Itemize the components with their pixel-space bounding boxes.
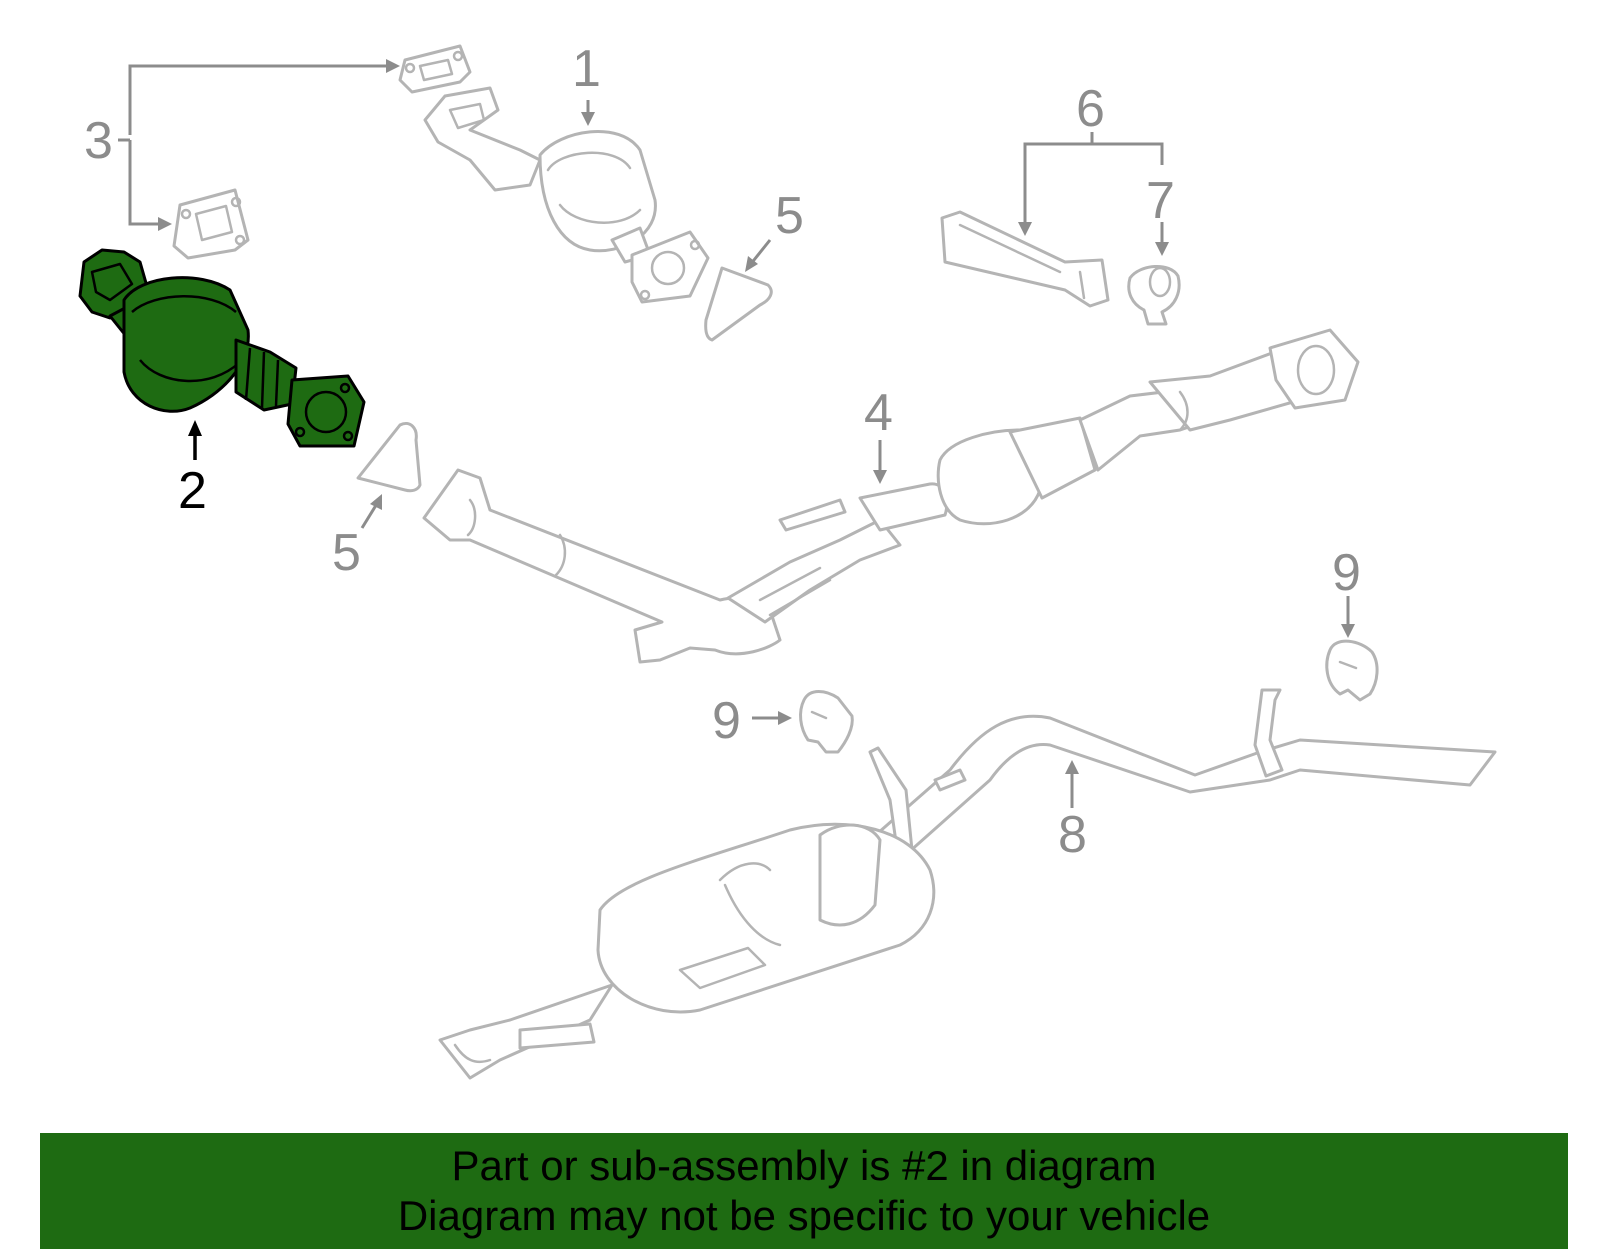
callout-6-7-leaders <box>1018 132 1169 256</box>
info-banner: Part or sub-assembly is #2 in diagram Di… <box>40 1133 1568 1249</box>
callout-2-leader <box>188 420 202 460</box>
banner-line-1: Part or sub-assembly is #2 in diagram <box>451 1142 1157 1189</box>
callout-3: 3 <box>84 112 113 170</box>
part-1-catalytic-converter[interactable] <box>423 86 710 304</box>
callout-6: 6 <box>1076 80 1105 138</box>
callout-9-right: 9 <box>1332 544 1361 602</box>
callout-1: 1 <box>572 40 601 98</box>
part-6-bracket[interactable] <box>940 210 1110 308</box>
banner-line-2: Diagram may not be specific to your vehi… <box>397 1192 1211 1239</box>
callout-5-lower: 5 <box>332 524 361 582</box>
callout-2: 2 <box>178 462 207 520</box>
part-2-catalytic-converter-highlighted[interactable] <box>78 248 366 448</box>
callout-9-left: 9 <box>712 692 741 750</box>
callout-5a-leader <box>745 239 772 272</box>
callout-9-right-leader <box>1341 596 1355 638</box>
callout-9-left-leader <box>752 711 792 725</box>
part-7-insulator[interactable] <box>1127 265 1181 326</box>
part-9-hanger-left[interactable] <box>799 690 854 754</box>
callout-4: 4 <box>864 384 893 442</box>
part-5-heat-shield-upper[interactable] <box>704 266 773 342</box>
callout-8: 8 <box>1058 806 1087 864</box>
part-3-gasket-upper[interactable] <box>398 44 472 94</box>
callout-3-leader <box>118 59 400 231</box>
part-3-gasket-lower[interactable] <box>172 188 250 260</box>
callout-8-leader <box>1065 760 1079 808</box>
callout-5-upper: 5 <box>775 187 804 245</box>
part-4-intermediate-pipe[interactable] <box>422 328 1360 664</box>
callout-4-leader <box>873 440 887 484</box>
callout-1-leader <box>581 100 595 126</box>
callout-5b-leader <box>360 494 382 529</box>
part-9-hanger-right[interactable] <box>1325 639 1379 702</box>
callout-7: 7 <box>1146 172 1175 230</box>
part-5-heat-shield-lower[interactable] <box>356 422 422 493</box>
part-8-muffler-tailpipe[interactable] <box>438 688 1497 1080</box>
